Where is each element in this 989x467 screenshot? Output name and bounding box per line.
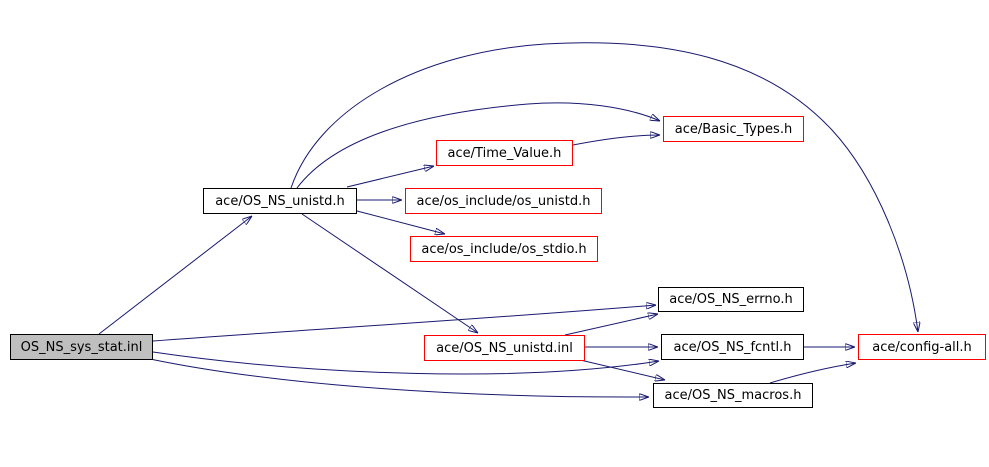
edge-sys-stat-to-macros xyxy=(149,358,649,397)
edge-sys-stat-to-unistd-h xyxy=(98,216,252,335)
edge-unistd-inl-to-macros xyxy=(575,358,665,380)
node-os-ns-sys-stat-inl: OS_NS_sys_stat.inl xyxy=(10,334,153,360)
edge-unistd-h-to-unistd-inl xyxy=(301,213,478,333)
edge-unistd-inl-to-errno xyxy=(564,314,658,336)
edge-sys-stat-to-errno xyxy=(152,305,656,342)
edge-unistd-h-to-basic-types xyxy=(296,102,660,189)
edge-unistd-h-to-config-all xyxy=(290,42,918,332)
edge-unistd-h-to-time-value xyxy=(346,166,434,188)
edge-macros-to-config-all xyxy=(769,363,856,384)
node-ace-time-value-h[interactable]: ace/Time_Value.h xyxy=(436,140,573,166)
node-ace-os-ns-fcntl-h[interactable]: ace/OS_NS_fcntl.h xyxy=(661,334,804,360)
node-ace-basic-types-h[interactable]: ace/Basic_Types.h xyxy=(663,116,804,142)
node-ace-os-include-os-unistd-h[interactable]: ace/os_include/os_unistd.h xyxy=(405,188,602,214)
edge-unistd-h-to-os-stdio xyxy=(356,210,445,234)
node-ace-config-all-h[interactable]: ace/config-all.h xyxy=(858,334,986,360)
node-ace-os-ns-unistd-h[interactable]: ace/OS_NS_unistd.h xyxy=(203,188,357,214)
edge-sys-stat-to-fcntl xyxy=(152,351,659,375)
edge-time-value-to-basic-types xyxy=(572,135,660,146)
node-ace-os-ns-unistd-inl[interactable]: ace/OS_NS_unistd.inl xyxy=(424,335,585,361)
node-ace-os-ns-errno-h[interactable]: ace/OS_NS_errno.h xyxy=(658,287,804,312)
node-ace-os-include-os-stdio-h[interactable]: ace/os_include/os_stdio.h xyxy=(410,236,598,262)
node-ace-os-ns-macros-h[interactable]: ace/OS_NS_macros.h xyxy=(653,383,813,408)
